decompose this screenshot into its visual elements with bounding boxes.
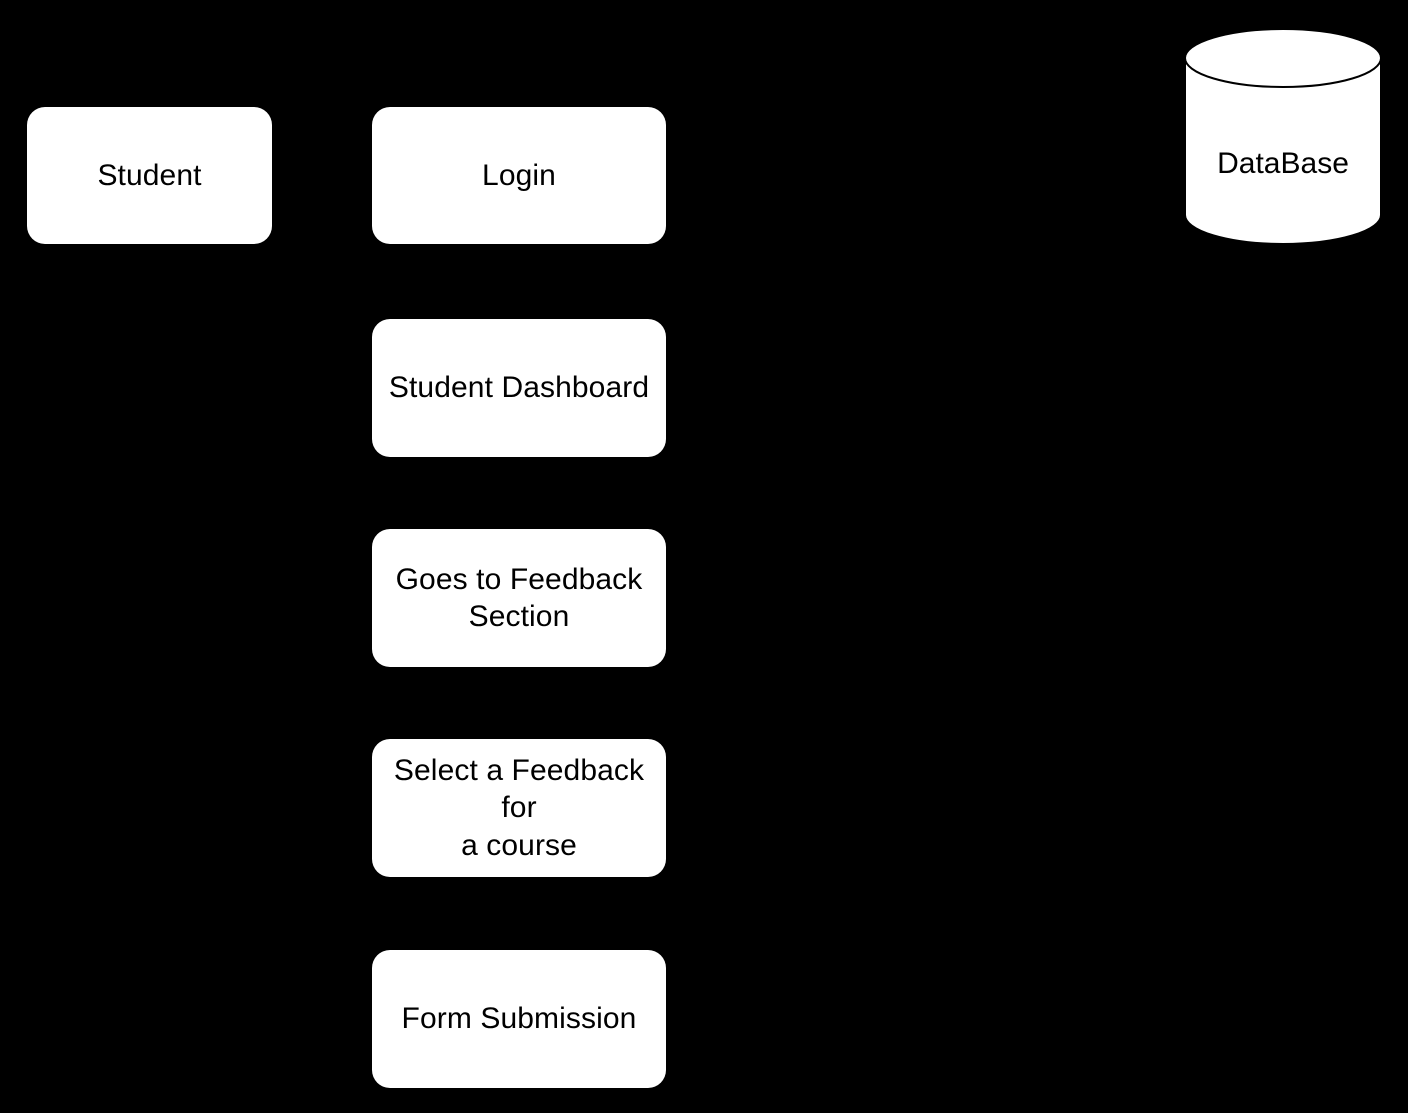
- database-cylinder-icon: [1184, 28, 1382, 245]
- node-login[interactable]: Login: [372, 107, 666, 244]
- node-student[interactable]: Student: [27, 107, 272, 244]
- node-select-a-feedback-for-a-course-label: Select a Feedback for a course: [393, 753, 645, 862]
- node-login-label: Login: [482, 158, 556, 192]
- node-goes-to-feedback-section-label: Goes to Feedback Section: [395, 562, 643, 634]
- node-student-label: Student: [97, 158, 202, 192]
- node-form-submission-label: Form Submission: [401, 1002, 637, 1036]
- node-form-submission[interactable]: Form Submission: [372, 950, 666, 1088]
- node-student-dashboard[interactable]: Student Dashboard: [372, 319, 666, 457]
- node-select-a-feedback-for-a-course[interactable]: Select a Feedback for a course: [372, 739, 666, 877]
- node-database-label: DataBase: [1217, 147, 1349, 180]
- node-goes-to-feedback-section[interactable]: Goes to Feedback Section: [372, 529, 666, 667]
- node-database[interactable]: DataBase: [1184, 28, 1382, 245]
- node-student-dashboard-label: Student Dashboard: [388, 371, 650, 405]
